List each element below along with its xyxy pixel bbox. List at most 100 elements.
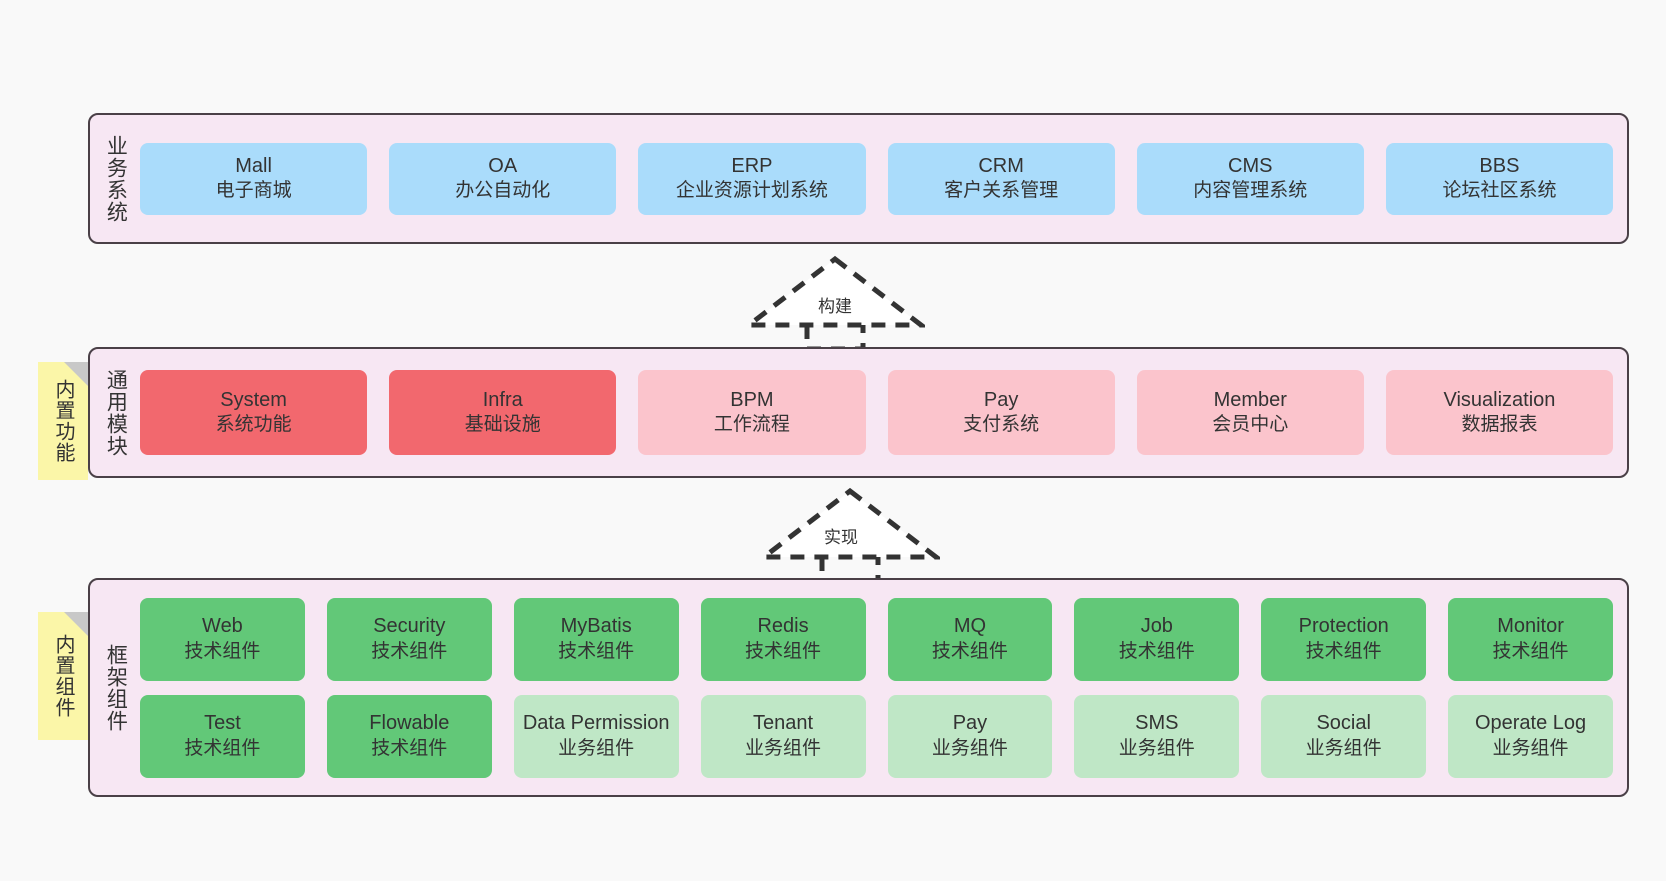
cell-subtitle: 业务组件 [558, 737, 635, 759]
layer-row: Test 技术组件 Flowable 技术组件 Data Permission … [140, 694, 1613, 778]
cell-title: Monitor [1497, 615, 1564, 638]
cell-subtitle: 技术组件 [184, 640, 261, 662]
cell-title: Flowable [369, 712, 450, 735]
cell-subtitle: 数据报表 [1461, 414, 1538, 436]
note-builtin-components: 内置组件 [38, 612, 88, 740]
cell-title: Mall [235, 154, 272, 177]
cell-pay-component[interactable]: Pay 业务组件 [887, 694, 1053, 778]
layer-body-modules: System 系统功能 Infra 基础设施 BPM 工作流程 Pay 支付系统… [140, 349, 1627, 476]
cell-title: BPM [730, 388, 774, 411]
cell-subtitle: 业务组件 [1492, 737, 1569, 759]
cell-test[interactable]: Test 技术组件 [140, 694, 305, 778]
cell-title: BBS [1479, 154, 1520, 177]
layer-general-modules: 通用模块 System 系统功能 Infra 基础设施 BPM 工作流程 Pay… [88, 347, 1629, 478]
cell-title: MQ [953, 615, 987, 638]
note-builtin-features: 内置功能 [38, 362, 88, 480]
cell-title: ERP [731, 154, 773, 177]
cell-subtitle: 技术组件 [371, 737, 448, 759]
connector-build-label: 构建 [818, 297, 852, 316]
cell-title: OA [488, 154, 518, 177]
cell-flowable[interactable]: Flowable 技术组件 [326, 694, 492, 778]
cell-title: CMS [1228, 154, 1273, 177]
cell-subtitle: 业务组件 [745, 737, 822, 759]
cell-bbs[interactable]: BBS 论坛社区系统 [1385, 142, 1614, 215]
connector-implement-label: 实现 [824, 528, 858, 547]
cell-subtitle: 支付系统 [963, 414, 1040, 436]
cell-title: Job [1140, 615, 1173, 638]
cell-subtitle: 技术组件 [931, 640, 1008, 662]
cell-monitor[interactable]: Monitor 技术组件 [1448, 597, 1613, 681]
cell-subtitle: 技术组件 [1305, 640, 1382, 662]
cell-cms[interactable]: CMS 内容管理系统 [1136, 142, 1364, 215]
cell-title: Tenant [753, 712, 814, 735]
cell-subtitle: 内容管理系统 [1193, 180, 1308, 202]
cell-title: MyBatis [560, 615, 632, 638]
layer-business-system: 业务系统 Mall 电子商城 OA 办公自动化 ERP 企业资源计划系统 CRM… [88, 113, 1629, 244]
cell-subtitle: 基础设施 [464, 414, 541, 436]
layer-row: Mall 电子商城 OA 办公自动化 ERP 企业资源计划系统 CRM 客户关系… [140, 142, 1614, 215]
cell-title: SMS [1135, 712, 1179, 735]
cell-erp[interactable]: ERP 企业资源计划系统 [638, 142, 866, 215]
note-label: 内置组件 [52, 634, 74, 718]
cell-system[interactable]: System 系统功能 [140, 370, 368, 455]
cell-title: Pay [952, 712, 988, 735]
cell-subtitle: 技术组件 [184, 737, 261, 759]
cell-title: Infra [482, 388, 523, 411]
cell-subtitle: 工作流程 [713, 414, 790, 436]
layer-label-business: 业务系统 [104, 134, 128, 223]
cell-bpm[interactable]: BPM 工作流程 [638, 370, 866, 455]
layer-label-framework: 框架组件 [104, 643, 128, 732]
cell-subtitle: 电子商城 [215, 180, 292, 202]
cell-web[interactable]: Web 技术组件 [140, 597, 305, 681]
cell-mybatis[interactable]: MyBatis 技术组件 [513, 597, 679, 681]
cell-title: System [220, 388, 287, 411]
cell-title: Member [1213, 388, 1287, 411]
cell-mq[interactable]: MQ 技术组件 [887, 597, 1053, 681]
cell-title: Visualization [1443, 388, 1556, 411]
cell-title: Operate Log [1474, 712, 1587, 735]
layer-label-modules: 通用模块 [104, 368, 128, 457]
cell-subtitle: 技术组件 [558, 640, 635, 662]
cell-subtitle: 业务组件 [1118, 737, 1195, 759]
cell-infra[interactable]: Infra 基础设施 [389, 370, 617, 455]
layer-framework-components: 框架组件 Web 技术组件 Security 技术组件 MyBatis 技术组件… [88, 578, 1629, 797]
cell-subtitle: 业务组件 [1305, 737, 1382, 759]
cell-oa[interactable]: OA 办公自动化 [389, 142, 617, 215]
cell-redis[interactable]: Redis 技术组件 [700, 597, 866, 681]
cell-subtitle: 客户关系管理 [944, 180, 1059, 202]
cell-tenant[interactable]: Tenant 业务组件 [700, 694, 866, 778]
cell-visualization[interactable]: Visualization 数据报表 [1385, 370, 1614, 455]
cell-title: Data Permission [522, 712, 670, 735]
cell-subtitle: 技术组件 [745, 640, 822, 662]
layer-row: System 系统功能 Infra 基础设施 BPM 工作流程 Pay 支付系统… [140, 370, 1614, 455]
cell-subtitle: 系统功能 [215, 414, 292, 436]
cell-title: Web [202, 615, 243, 638]
cell-mall[interactable]: Mall 电子商城 [140, 142, 368, 215]
cell-operate-log[interactable]: Operate Log 业务组件 [1448, 694, 1613, 778]
cell-member[interactable]: Member 会员中心 [1136, 370, 1364, 455]
cell-subtitle: 办公自动化 [455, 180, 551, 202]
cell-subtitle: 论坛社区系统 [1442, 180, 1557, 202]
cell-title: Social [1316, 712, 1371, 735]
cell-job[interactable]: Job 技术组件 [1074, 597, 1240, 681]
cell-title: Test [204, 712, 241, 735]
cell-protection[interactable]: Protection 技术组件 [1261, 597, 1427, 681]
cell-title: Security [373, 615, 446, 638]
cell-pay-module[interactable]: Pay 支付系统 [887, 370, 1115, 455]
cell-title: Redis [757, 615, 809, 638]
cell-title: CRM [978, 154, 1024, 177]
cell-subtitle: 会员中心 [1212, 414, 1289, 436]
cell-social[interactable]: Social 业务组件 [1261, 694, 1427, 778]
cell-sms[interactable]: SMS 业务组件 [1074, 694, 1240, 778]
cell-subtitle: 企业资源计划系统 [675, 180, 828, 202]
note-label: 内置功能 [52, 379, 74, 463]
layer-body-framework: Web 技术组件 Security 技术组件 MyBatis 技术组件 Redi… [140, 580, 1627, 795]
cell-data-permission[interactable]: Data Permission 业务组件 [513, 694, 679, 778]
cell-subtitle: 技术组件 [371, 640, 448, 662]
note-fold-corner-icon [64, 612, 88, 636]
cell-security[interactable]: Security 技术组件 [326, 597, 492, 681]
cell-crm[interactable]: CRM 客户关系管理 [887, 142, 1115, 215]
layer-row: Web 技术组件 Security 技术组件 MyBatis 技术组件 Redi… [140, 597, 1613, 681]
cell-title: Pay [983, 388, 1019, 411]
